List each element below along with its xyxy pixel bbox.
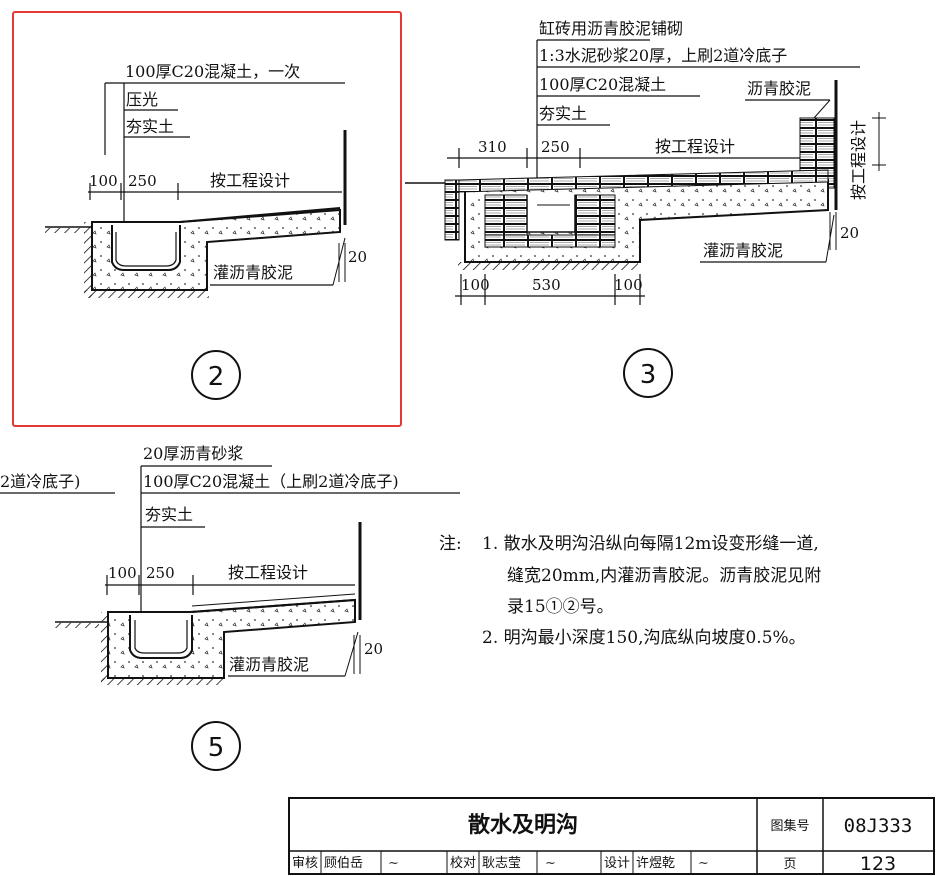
d3-dim-100b: 100	[614, 276, 643, 294]
name-design: 许煜乾	[636, 856, 675, 871]
detail-2-marker	[191, 350, 241, 400]
atlas-number: 08J333	[844, 815, 913, 837]
detail-2: 100厚C20混凝土，一次 压光 夯实土 100 250 按工程设计 灌沥青胶泥	[45, 62, 367, 400]
detail-2-number: 2	[208, 362, 225, 392]
d5-joint-label: 灌沥青胶泥	[229, 655, 309, 674]
d5-dim-100: 100	[108, 564, 137, 582]
detail-5: 20厚沥青砂浆 100厚C20混凝土（上刷2道冷底子) 夯实土 100 250 …	[55, 444, 460, 771]
d3-layer-1: 缸砖用沥青胶泥铺砌	[539, 19, 683, 38]
detail-3: 缸砖用沥青胶泥铺砌 1:3水泥砂浆20厚，上刷2道冷底子 100厚C20混凝土 …	[405, 19, 886, 398]
d2-layer-1: 100厚C20混凝土，一次	[125, 62, 300, 81]
signature-design: ~	[698, 856, 709, 871]
note-line-1: 1. 散水及明沟沿纵向每隔12m设变形缝一道,	[482, 534, 819, 554]
d4-partial-label: 2道冷底子)	[0, 472, 80, 491]
d5-design-label: 按工程设计	[228, 563, 308, 582]
d3-dim-20: 20	[840, 224, 859, 242]
signature-review: ~	[388, 856, 399, 871]
d3-joint-label: 灌沥青胶泥	[703, 241, 783, 260]
note-line-4: 2. 明沟最小深度150,沟底纵向坡度0.5%。	[482, 628, 806, 648]
detail-5-number: 5	[208, 733, 225, 763]
d3-dim-100a: 100	[461, 276, 490, 294]
d2-dim-20: 20	[348, 248, 367, 266]
page-number: 123	[860, 853, 896, 875]
atlas-label: 图集号	[770, 818, 809, 834]
d3-layer-2: 1:3水泥砂浆20厚，上刷2道冷底子	[539, 46, 787, 65]
note-line-2: 缝宽20mm,内灌沥青胶泥。沥青胶泥见附	[507, 566, 821, 586]
notes-prefix: 注:	[439, 534, 462, 554]
signature-proofread: ~	[545, 856, 556, 871]
title-block-title: 散水及明沟	[468, 812, 578, 838]
d2-layer-3: 夯实土	[126, 117, 174, 136]
name-review: 顾伯岳	[324, 856, 363, 871]
d3-side-label: 沥青胶泥	[747, 79, 811, 98]
d2-layer-2: 压光	[126, 90, 158, 109]
title-block: 散水及明沟 图集号 08J333 页 123 审核 顾伯岳 ~ 校对 耿志莹 ~…	[288, 797, 935, 875]
d3-design-label: 按工程设计	[655, 137, 735, 156]
d3-dim-530: 530	[532, 276, 561, 294]
d2-design-label: 按工程设计	[210, 171, 290, 190]
d2-joint-label: 灌沥青胶泥	[213, 263, 293, 282]
name-proofread: 耿志莹	[482, 856, 521, 871]
d3-dim-250: 250	[541, 138, 570, 156]
d5-dim-20: 20	[364, 640, 383, 658]
role-review: 审核	[292, 856, 318, 871]
d5-layer-2: 100厚C20混凝土（上刷2道冷底子)	[143, 472, 399, 491]
d2-dim-100: 100	[89, 172, 118, 190]
detail-5-marker	[191, 721, 241, 771]
d2-dim-250: 250	[128, 172, 157, 190]
d3-dim-310: 310	[478, 138, 507, 156]
page-label: 页	[783, 857, 796, 872]
highlight-box	[12, 11, 402, 427]
d5-dim-250: 250	[146, 564, 175, 582]
d3-layer-3: 100厚C20混凝土	[539, 75, 666, 94]
detail-3-number: 3	[640, 360, 657, 390]
d5-layer-1: 20厚沥青砂浆	[143, 444, 243, 463]
d3-vertical-label: 按工程设计	[849, 120, 868, 200]
d5-layer-3: 夯实土	[145, 505, 193, 524]
note-line-3: 录15①②号。	[507, 597, 614, 617]
role-proofread: 校对	[450, 855, 476, 871]
notes: 注: 1. 散水及明沟沿纵向每隔12m设变形缝一道, 缝宽20mm,内灌沥青胶泥…	[439, 534, 821, 648]
d3-layer-4: 夯实土	[539, 104, 587, 123]
role-design: 设计	[604, 856, 630, 871]
detail-3-marker	[623, 348, 673, 398]
